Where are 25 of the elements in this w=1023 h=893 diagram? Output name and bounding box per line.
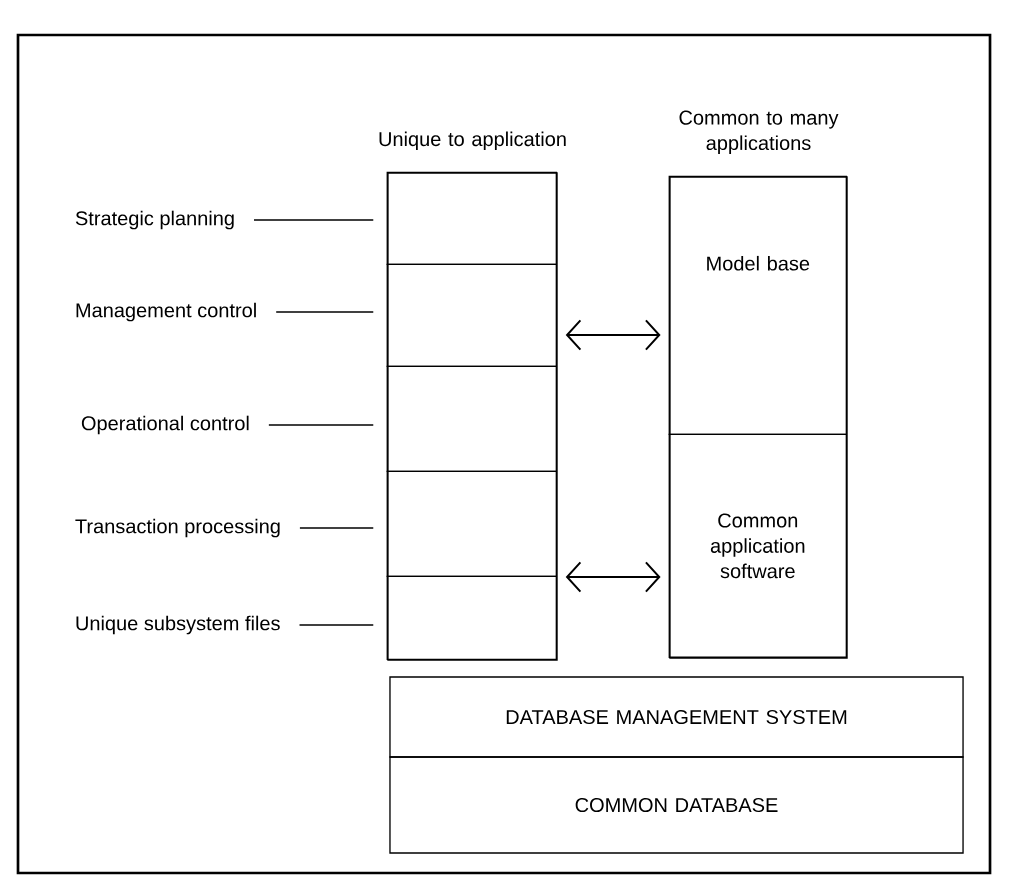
- leader-line: [268, 424, 375, 426]
- column-box: [669, 110, 848, 659]
- double-arrow: [565, 561, 661, 593]
- layer-box: Common application software: [668, 433, 847, 658]
- column-heading: Common to many applications: [679, 110, 839, 155]
- level-label: Unique subsystem files: [76, 615, 280, 635]
- level-cell: [386, 171, 557, 266]
- column-heading: Unique to application: [379, 131, 566, 151]
- level-label: Transaction processing: [75, 518, 280, 538]
- level-cell: [386, 575, 557, 660]
- level-label: Strategic planning: [75, 210, 234, 230]
- double-arrow: [565, 319, 661, 351]
- level-cell: [386, 263, 557, 368]
- layer-box: COMMON DATABASE: [389, 756, 964, 854]
- leader-line: [253, 219, 375, 221]
- leader-line: [299, 527, 375, 529]
- layer-box: DATABASE MANAGEMENT SYSTEM: [389, 676, 964, 758]
- level-label: Management control: [76, 302, 256, 322]
- level-label: Operational control: [81, 415, 249, 435]
- layer-box: Model base: [668, 175, 847, 435]
- leader-line: [275, 311, 375, 313]
- leader-line: [298, 624, 375, 626]
- level-cell: [386, 365, 557, 473]
- level-cell: [386, 470, 557, 578]
- column-box: [379, 131, 566, 661]
